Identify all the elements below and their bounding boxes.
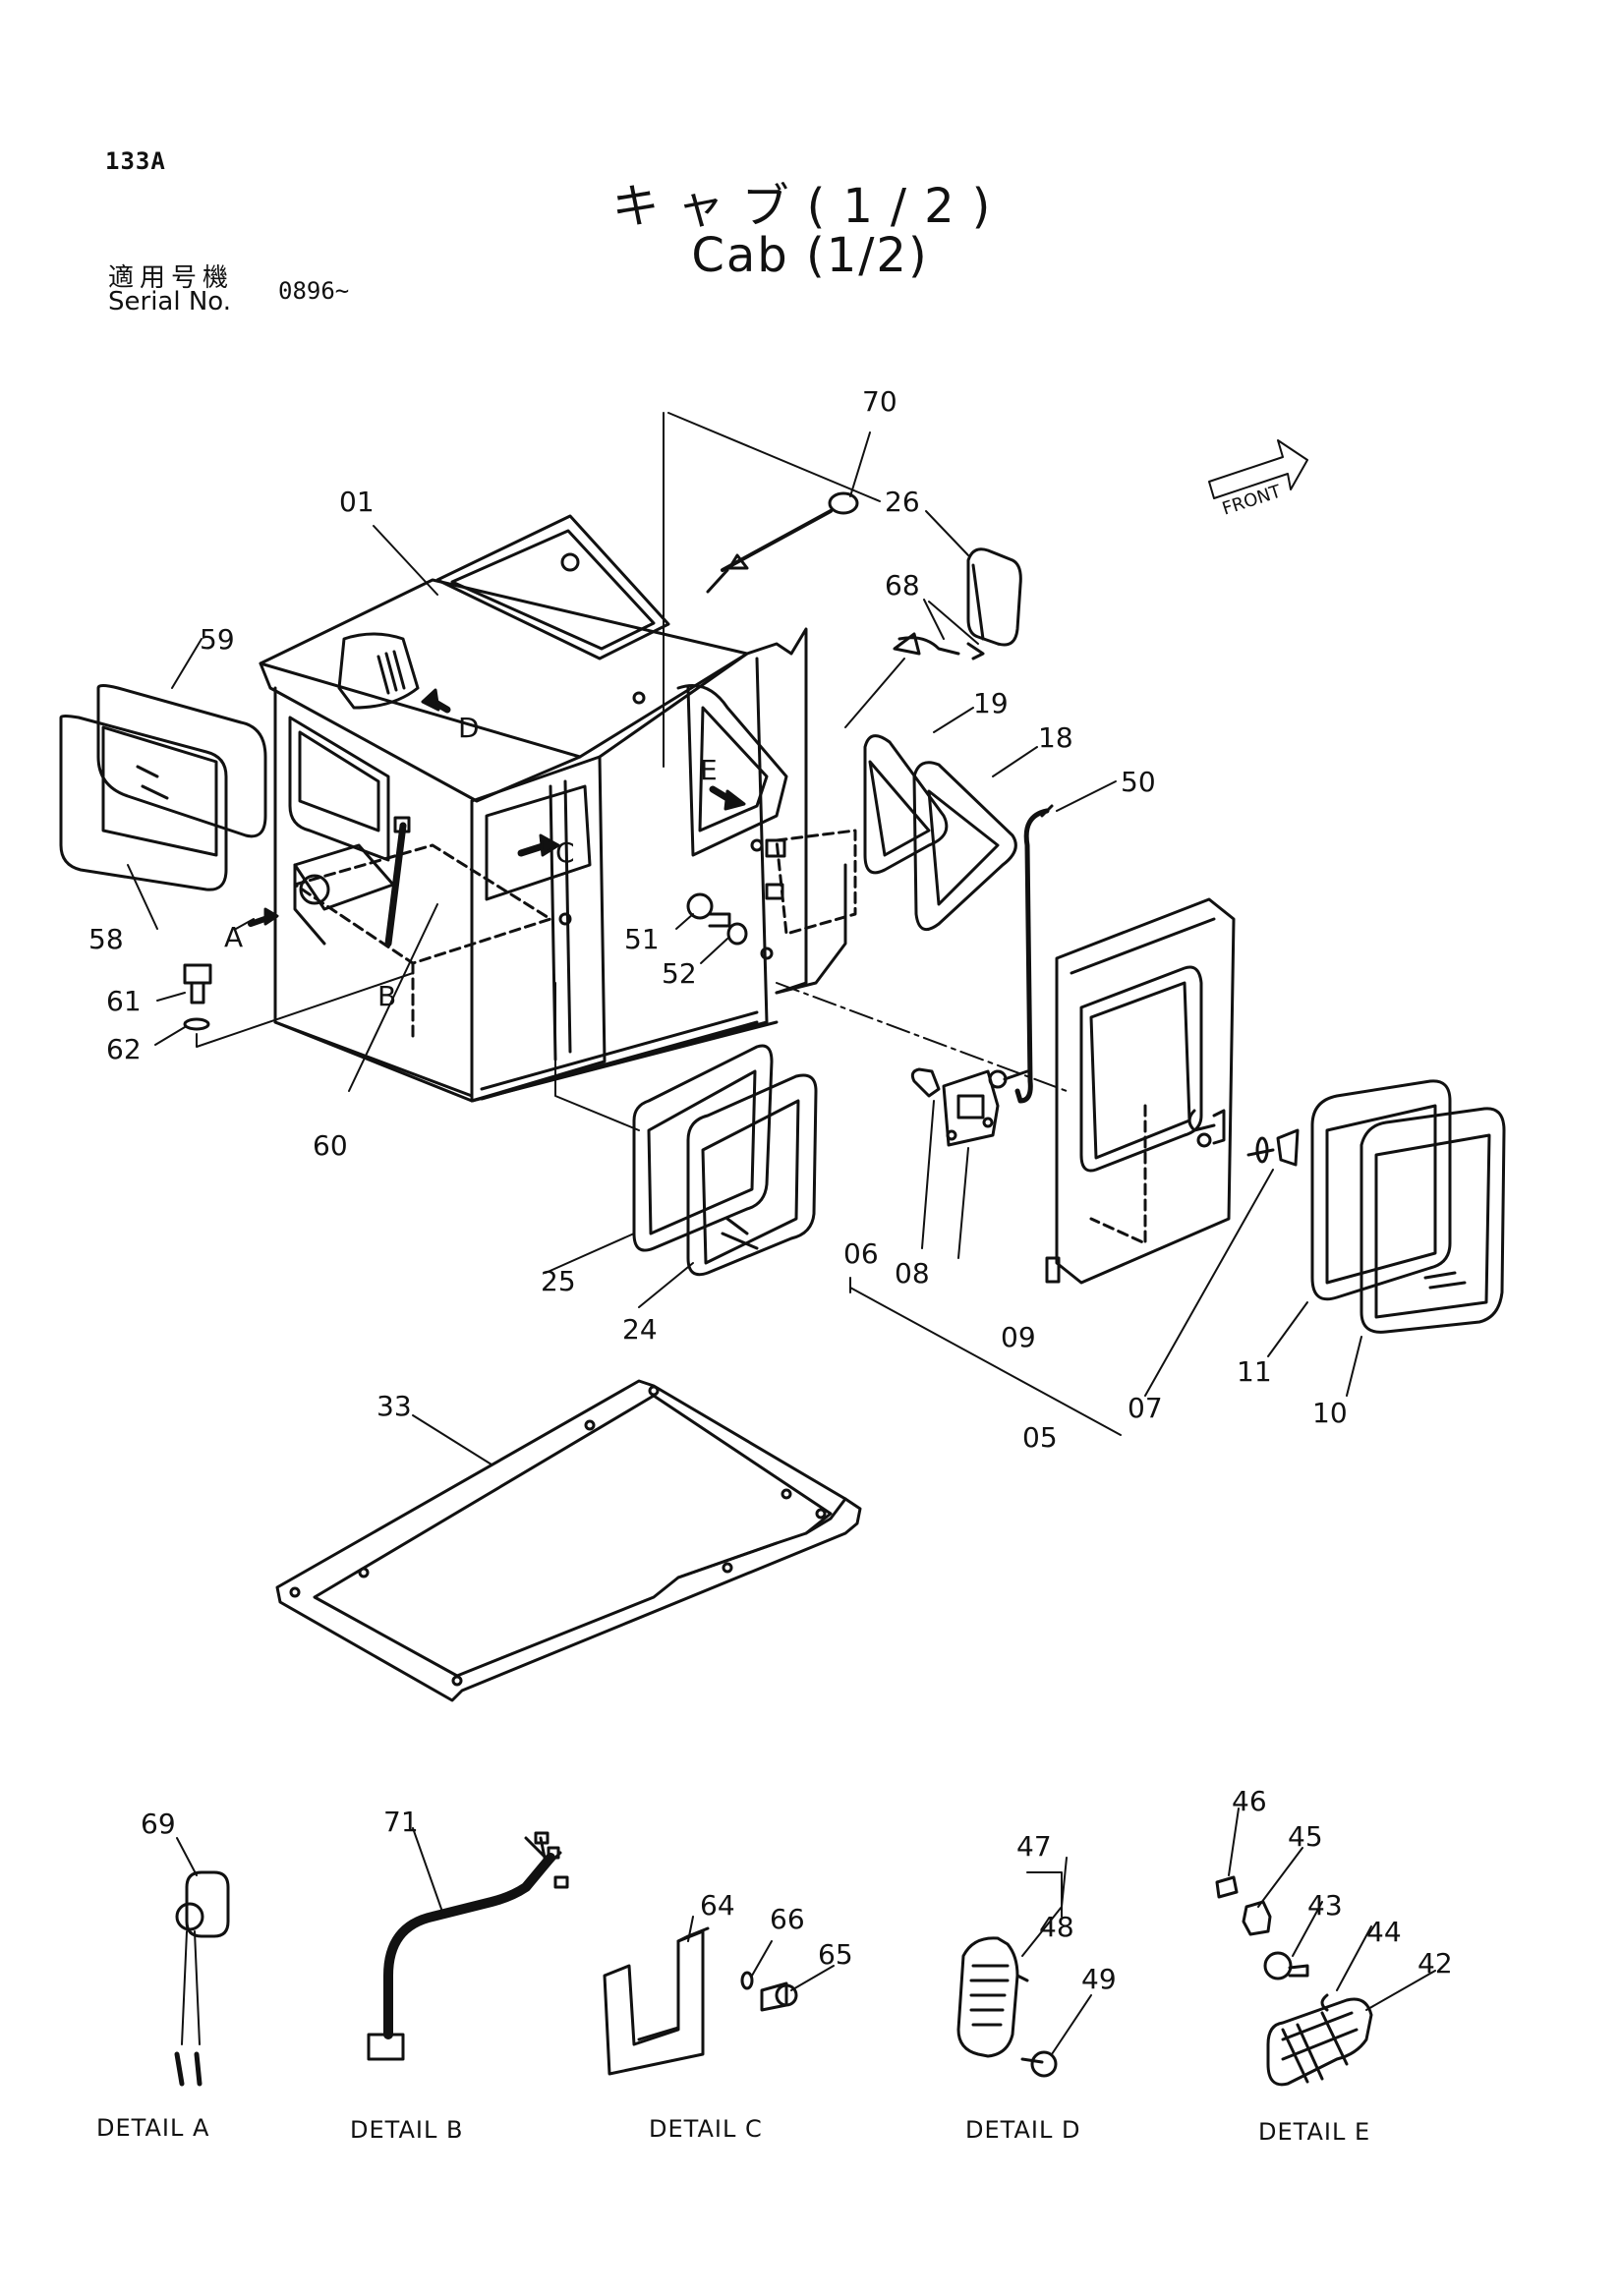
serial-value: 0896~ bbox=[278, 277, 350, 305]
floor-mat-33-drawing bbox=[275, 1379, 862, 1702]
caption-detail-e: DETAIL E bbox=[1258, 2118, 1370, 2146]
title-japanese: キャブ(1/2) bbox=[611, 179, 1009, 234]
serial-label-english: Serial No. bbox=[108, 287, 231, 316]
detail-e-drawing bbox=[1215, 1808, 1436, 2087]
front-marker bbox=[1208, 439, 1308, 499]
label-47: 47 bbox=[1016, 1830, 1052, 1863]
label-10: 10 bbox=[1312, 1397, 1348, 1429]
title-english: Cab (1/2) bbox=[691, 228, 929, 283]
bolt-61-drawing bbox=[154, 963, 414, 1048]
bolt-51-drawing bbox=[675, 892, 748, 964]
label-68: 68 bbox=[885, 569, 920, 602]
triangle-windows-drawing bbox=[863, 707, 1038, 932]
label-33: 33 bbox=[376, 1390, 412, 1422]
left-window-glass-drawing bbox=[59, 684, 267, 891]
antenna-70-drawing bbox=[663, 412, 881, 768]
label-50: 50 bbox=[1121, 766, 1156, 798]
label-44: 44 bbox=[1366, 1916, 1402, 1948]
label-49: 49 bbox=[1081, 1963, 1117, 1995]
label-11: 11 bbox=[1237, 1355, 1272, 1388]
latch-06-08-drawing bbox=[910, 1067, 1029, 1259]
label-61: 61 bbox=[106, 985, 142, 1017]
label-52: 52 bbox=[662, 957, 697, 990]
label-71: 71 bbox=[383, 1806, 419, 1838]
label-18: 18 bbox=[1038, 721, 1073, 754]
label-42: 42 bbox=[1418, 1947, 1453, 1980]
detail-d-drawing bbox=[956, 1857, 1092, 2078]
label-64: 64 bbox=[700, 1889, 735, 1922]
label-58: 58 bbox=[88, 923, 124, 955]
caption-detail-b: DETAIL B bbox=[350, 2116, 463, 2144]
label-24: 24 bbox=[622, 1313, 658, 1346]
label-48: 48 bbox=[1039, 1911, 1074, 1943]
label-66: 66 bbox=[770, 1903, 805, 1935]
label-65: 65 bbox=[818, 1938, 853, 1971]
door-05-drawing bbox=[776, 897, 1236, 1285]
ref-letter-d: D bbox=[458, 712, 480, 744]
page-code: 133A bbox=[105, 147, 166, 175]
label-09: 09 bbox=[1001, 1321, 1036, 1353]
link-68-drawing bbox=[844, 599, 985, 728]
cab-body-drawing bbox=[259, 514, 857, 1103]
seal-50-drawing bbox=[1014, 780, 1117, 1104]
caption-detail-c: DETAIL C bbox=[649, 2115, 763, 2143]
label-43: 43 bbox=[1307, 1889, 1343, 1922]
detail-c-drawing bbox=[603, 1916, 835, 2076]
label-06: 06 bbox=[843, 1237, 879, 1270]
label-46: 46 bbox=[1232, 1785, 1267, 1817]
serial-label-japanese: 適用号機 bbox=[108, 263, 235, 293]
ref-letter-e: E bbox=[700, 754, 718, 786]
label-08: 08 bbox=[895, 1257, 930, 1290]
detail-b-drawing bbox=[367, 1827, 569, 2061]
label-26: 26 bbox=[885, 486, 920, 518]
label-69: 69 bbox=[141, 1808, 176, 1840]
label-19: 19 bbox=[973, 687, 1009, 719]
side-window-25-24-drawing bbox=[545, 982, 818, 1308]
ref-letter-a: A bbox=[224, 921, 243, 953]
ref-letter-c: C bbox=[555, 836, 575, 869]
label-05: 05 bbox=[1022, 1421, 1058, 1454]
caption-detail-a: DETAIL A bbox=[96, 2114, 209, 2142]
label-45: 45 bbox=[1288, 1820, 1323, 1853]
caption-detail-d: DETAIL D bbox=[965, 2116, 1080, 2144]
right-window-11-10-drawing bbox=[1267, 1079, 1506, 1397]
label-25: 25 bbox=[541, 1265, 576, 1297]
label-62: 62 bbox=[106, 1033, 142, 1065]
front-marker-label: FRONT bbox=[1220, 481, 1285, 519]
label-07: 07 bbox=[1128, 1392, 1163, 1424]
detail-a-drawing bbox=[174, 1837, 230, 2087]
label-60: 60 bbox=[313, 1129, 348, 1162]
knob-07-drawing bbox=[1144, 1128, 1300, 1397]
mirror-26-drawing bbox=[925, 510, 1022, 647]
label-59: 59 bbox=[200, 623, 235, 656]
ref-letter-b: B bbox=[377, 980, 396, 1012]
label-51: 51 bbox=[624, 923, 660, 955]
label-70: 70 bbox=[862, 385, 897, 418]
label-01: 01 bbox=[339, 486, 375, 518]
